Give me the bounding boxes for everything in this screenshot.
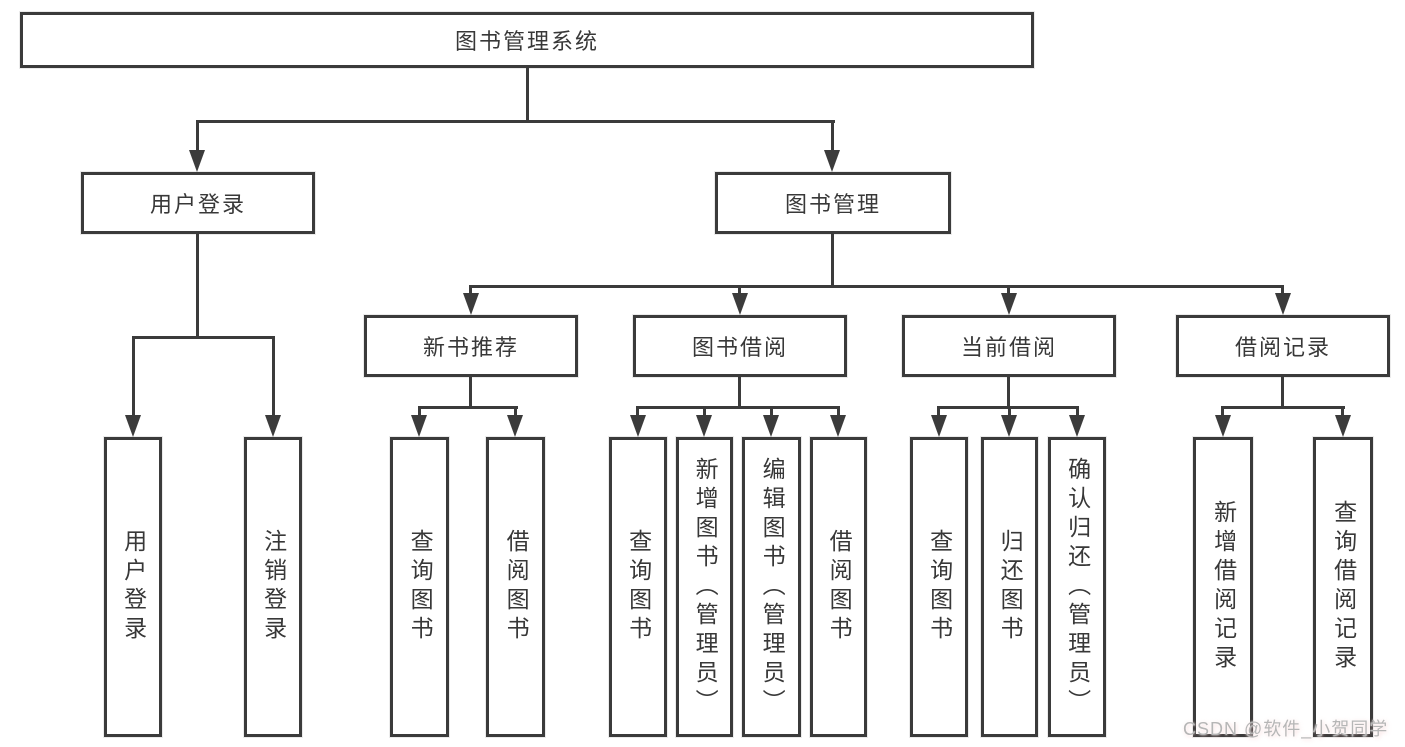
node-borrow-records-label: 借阅记录: [1234, 335, 1331, 360]
connector-line: [418, 406, 518, 409]
connector-line: [831, 234, 834, 285]
arrow-down-icon: [931, 415, 947, 437]
connector-line: [831, 120, 834, 152]
arrow-down-icon: [1275, 293, 1291, 315]
node-user-login-label: 用户登录: [149, 192, 246, 217]
arrow-down-icon: [265, 415, 281, 437]
node-root: 图书管理系统: [20, 12, 1034, 68]
node-book-borrow: 图书借阅: [633, 315, 847, 377]
arrow-down-icon: [189, 150, 205, 172]
arrow-down-icon: [830, 415, 846, 437]
leaf-query-books-current: 查询图书: [910, 437, 968, 737]
arrow-down-icon: [1001, 415, 1017, 437]
leaf-return-books: 归还图书: [981, 437, 1038, 737]
node-new-book-recommend: 新书推荐: [364, 315, 578, 377]
node-book-management: 图书管理: [715, 172, 951, 234]
connector-line: [703, 406, 706, 417]
arrow-down-icon: [1001, 293, 1017, 315]
connector-line: [837, 406, 840, 417]
leaf-label: 新增图书（管理员）: [692, 456, 719, 718]
leaf-label: 归还图书: [997, 529, 1024, 645]
node-book-management-label: 图书管理: [784, 192, 881, 217]
arrow-down-icon: [411, 415, 427, 437]
leaf-label: 借阅图书: [503, 529, 530, 645]
arrow-down-icon: [1215, 415, 1231, 437]
leaf-label: 查询图书: [926, 529, 953, 645]
leaf-label: 查询图书: [407, 529, 434, 645]
connector-line: [196, 234, 199, 336]
connector-line: [1007, 377, 1010, 406]
connector-line: [1007, 285, 1010, 295]
connector-line: [1341, 406, 1344, 417]
leaf-label: 借阅图书: [826, 529, 853, 645]
connector-line: [469, 285, 472, 295]
node-current-borrow-label: 当前借阅: [960, 335, 1057, 360]
leaf-label: 查询借阅记录: [1330, 500, 1357, 674]
leaf-borrow-books-recommend: 借阅图书: [486, 437, 545, 737]
connector-line: [1281, 285, 1284, 295]
arrow-down-icon: [125, 415, 141, 437]
connector-line: [196, 120, 835, 123]
connector-line: [738, 377, 741, 406]
arrow-down-icon: [1069, 415, 1085, 437]
connector-line: [132, 336, 135, 417]
connector-line: [937, 406, 940, 417]
arrow-down-icon: [630, 415, 646, 437]
leaf-query-books-recommend: 查询图书: [390, 437, 449, 737]
leaf-query-borrow-record: 查询借阅记录: [1313, 437, 1373, 737]
arrow-down-icon: [763, 415, 779, 437]
connector-line: [636, 406, 639, 417]
arrow-down-icon: [507, 415, 523, 437]
leaf-label: 注销登录: [260, 529, 287, 645]
connector-line: [636, 406, 840, 409]
leaf-label: 查询图书: [625, 529, 652, 645]
arrow-down-icon: [824, 150, 840, 172]
leaf-label: 编辑图书（管理员）: [759, 456, 786, 718]
node-user-login: 用户登录: [81, 172, 315, 234]
node-borrow-records: 借阅记录: [1176, 315, 1390, 377]
leaf-add-borrow-record: 新增借阅记录: [1193, 437, 1253, 737]
arrow-down-icon: [1335, 415, 1351, 437]
connector-line: [132, 336, 275, 339]
connector-line: [526, 68, 529, 120]
arrow-down-icon: [463, 293, 479, 315]
leaf-logout: 注销登录: [244, 437, 302, 737]
connector-line: [1008, 406, 1011, 417]
connector-line: [469, 377, 472, 406]
csdn-watermark: CSDN @软件_小贺同学: [1183, 719, 1389, 739]
connector-line: [738, 285, 741, 295]
leaf-add-books-admin: 新增图书（管理员）: [676, 437, 733, 737]
leaf-label: 新增借阅记录: [1210, 500, 1237, 674]
connector-line: [272, 336, 275, 417]
connector-line: [1076, 406, 1079, 417]
connector-line: [470, 285, 1284, 288]
leaf-edit-books-admin: 编辑图书（管理员）: [742, 437, 801, 737]
arrow-down-icon: [696, 415, 712, 437]
node-book-borrow-label: 图书借阅: [691, 335, 788, 360]
connector-line: [1221, 406, 1345, 409]
leaf-confirm-return-admin: 确认归还（管理员）: [1048, 437, 1106, 737]
leaf-query-books-borrow: 查询图书: [609, 437, 667, 737]
connector-line: [514, 406, 517, 417]
connector-line: [196, 120, 199, 152]
arrow-down-icon: [732, 293, 748, 315]
node-root-label: 图书管理系统: [454, 29, 599, 54]
leaf-label: 确认归还（管理员）: [1064, 456, 1091, 718]
node-new-book-recommend-label: 新书推荐: [422, 335, 519, 360]
connector-line: [418, 406, 421, 417]
leaf-user-login: 用户登录: [104, 437, 162, 737]
leaf-label: 用户登录: [120, 529, 147, 645]
node-current-borrow: 当前借阅: [902, 315, 1116, 377]
connector-line: [770, 406, 773, 417]
connector-line: [1281, 377, 1284, 406]
connector-line: [1221, 406, 1224, 417]
leaf-borrow-books: 借阅图书: [810, 437, 867, 737]
